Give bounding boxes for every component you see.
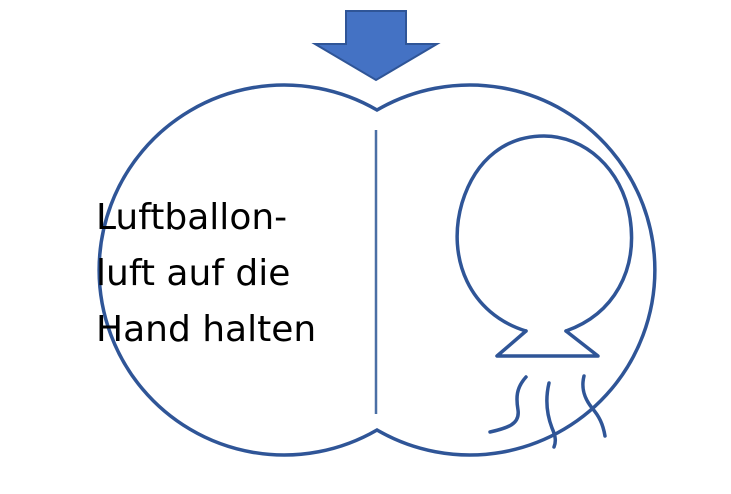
air-stream-middle	[545, 381, 558, 449]
air-stream-left	[488, 375, 528, 434]
air-stream-right	[581, 374, 607, 438]
down-arrow-icon	[311, 10, 441, 82]
balloon-knot	[495, 329, 600, 358]
card-label: Luftballon- luft auf die Hand halten	[96, 190, 366, 358]
card-label-line-3: Hand halten	[96, 309, 317, 350]
balloon-body	[455, 134, 634, 333]
balloon-air-icon	[455, 134, 634, 449]
card-label-line-2: luft auf die	[96, 253, 291, 294]
card-label-line-1: Luftballon-	[96, 197, 288, 238]
